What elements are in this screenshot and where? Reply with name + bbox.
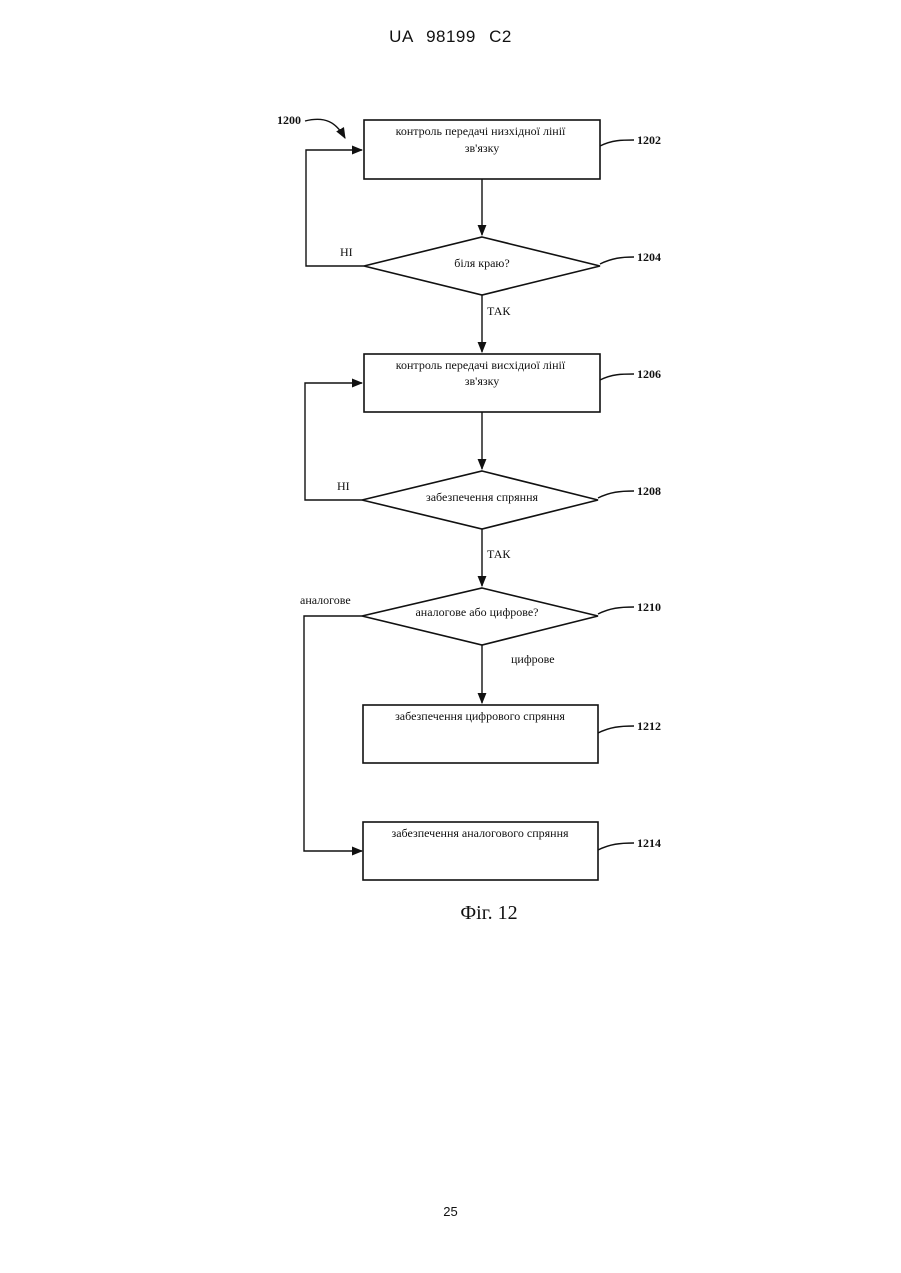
step-1214-ref: 1214 [637,836,661,850]
edge-label-1204-no: НІ [340,245,353,259]
decision-1208-ref: 1208 [637,484,661,498]
figure-caption: Фіг. 12 [460,902,517,924]
step-1206-ref-leader [600,374,634,380]
page-number: 25 [0,1204,901,1219]
step-1214-ref-leader [598,843,634,850]
arrow-1210-analog-to-1214 [304,616,362,851]
arrow-1208-no-loop [305,383,362,500]
edge-label-1204-yes: ТАК [487,304,511,318]
decision-1210-ref-leader [598,607,634,614]
start-ref-label: 1200 [277,113,301,127]
step-1212-text: забезпечення цифрового спряння [395,709,565,723]
edge-label-1208-no: НІ [337,479,350,493]
step-1214-text: забезпечення аналогового спряння [391,826,569,840]
decision-1210-ref: 1210 [637,600,661,614]
decision-1204-ref-leader [600,257,634,264]
edge-label-1208-yes: ТАК [487,547,511,561]
arrow-1204-no-loop [306,150,364,266]
start-ref-arrow [305,119,345,138]
decision-1208-text: забезпечення спряння [426,490,539,504]
edge-label-1210-digital: цифрове [511,652,555,666]
step-1212-ref: 1212 [637,719,661,733]
step-1206-ref: 1206 [637,367,661,381]
step-1202-ref: 1202 [637,133,661,147]
edge-label-1210-analog: аналогове [300,593,351,607]
decision-1204-ref: 1204 [637,250,661,264]
decision-1204-text: біля краю? [454,256,509,270]
decision-1208-ref-leader [598,491,634,498]
decision-1210-text: аналогове або цифрове? [415,605,538,619]
step-1202-ref-leader [600,140,634,146]
step-1212-ref-leader [598,726,634,733]
